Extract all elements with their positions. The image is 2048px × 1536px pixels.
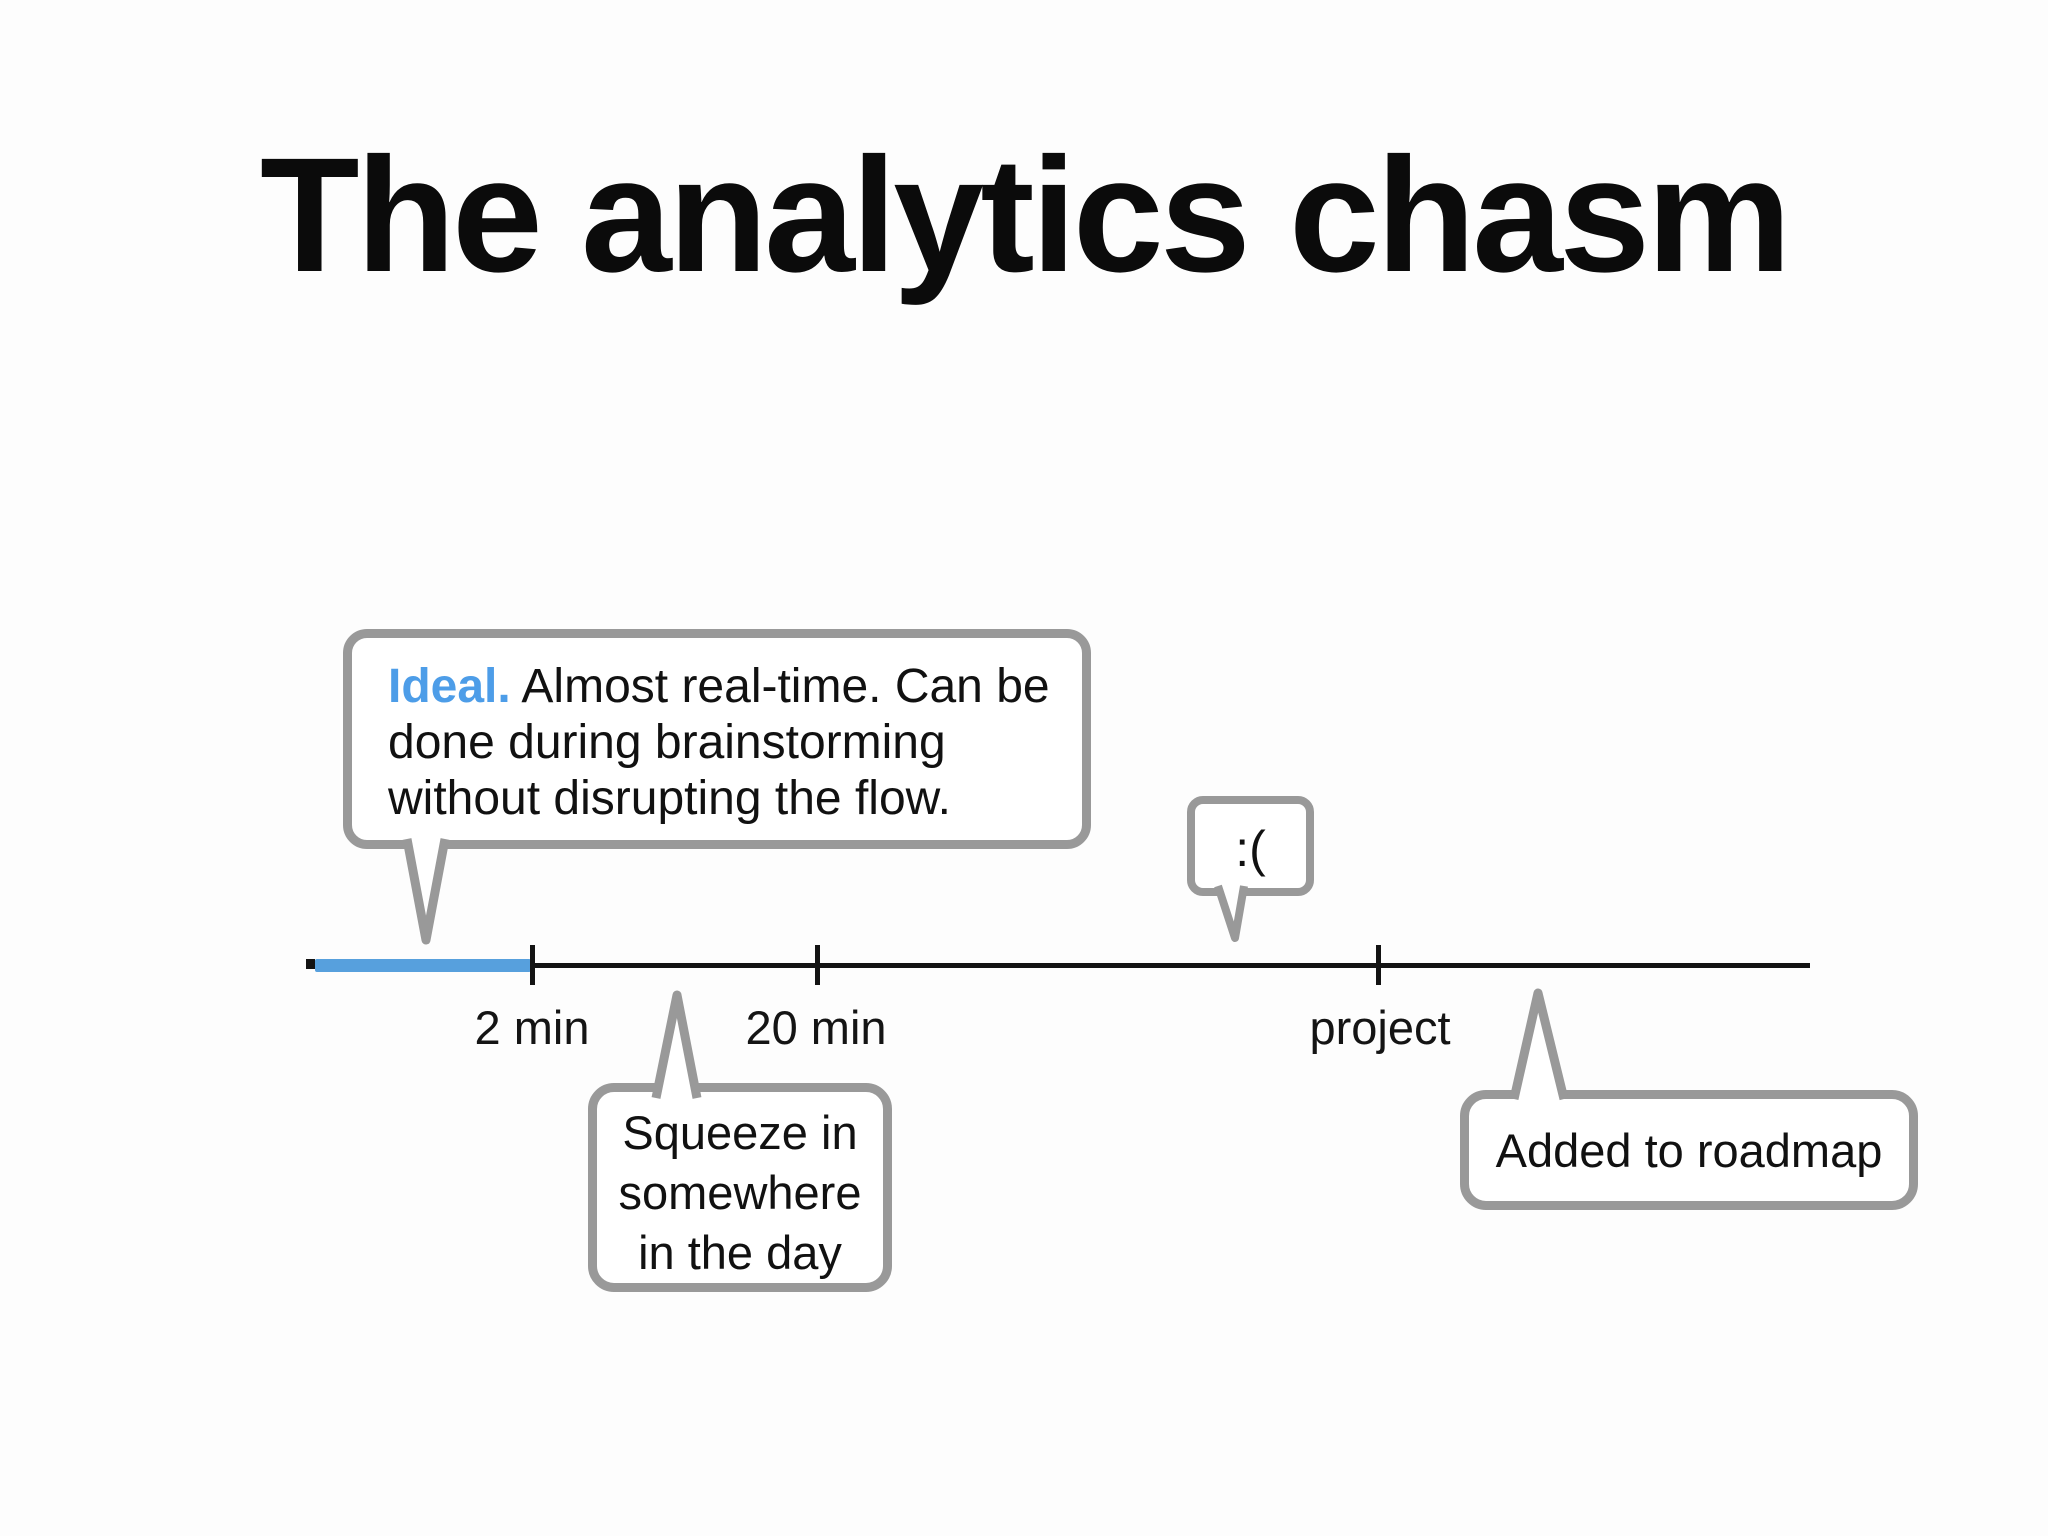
squeeze-bubble-line3: in the day [638, 1226, 842, 1279]
ideal-bubble-line3: without disrupting the flow. [388, 772, 951, 825]
sad-face-bubble-tail [1214, 884, 1248, 942]
ideal-bubble-lead: Ideal. [388, 660, 511, 713]
sad-face-label: :( [1235, 821, 1266, 877]
squeeze-speech-bubble: Squeeze in somewhere in the day [588, 1083, 892, 1292]
timeline-line [307, 963, 1810, 968]
roadmap-speech-bubble: Added to roadmap [1460, 1090, 1918, 1210]
squeeze-bubble-tail [651, 990, 702, 1099]
roadmap-bubble-tail [1509, 988, 1569, 1101]
squeeze-bubble-line2: somewhere [618, 1166, 862, 1219]
ideal-bubble-tail [402, 838, 450, 945]
sad-face-bubble: :( [1187, 796, 1314, 896]
tick-label-2min: 2 min [474, 1001, 590, 1054]
timeline-start-dot [306, 959, 315, 969]
ideal-bubble-line1-rest: Almost real-time. Can be [521, 660, 1050, 713]
tick-label-20min: 20 min [745, 1001, 887, 1054]
tick-project [1376, 945, 1381, 985]
tick-label-project: project [1309, 1001, 1451, 1054]
slide-title: The analytics chasm [259, 123, 1792, 306]
ideal-speech-bubble: Ideal. Almost real-time. Can be done dur… [343, 629, 1091, 849]
roadmap-bubble-label: Added to roadmap [1495, 1123, 1883, 1177]
ideal-bubble-line1: Ideal. Almost real-time. Can be [388, 659, 1062, 715]
timeline-highlight-segment [315, 959, 531, 972]
squeeze-bubble-line1: Squeeze in [622, 1106, 858, 1159]
ideal-bubble-line2: done during brainstorming [388, 716, 946, 769]
tick-20min [815, 945, 820, 985]
tick-2min [530, 945, 535, 985]
